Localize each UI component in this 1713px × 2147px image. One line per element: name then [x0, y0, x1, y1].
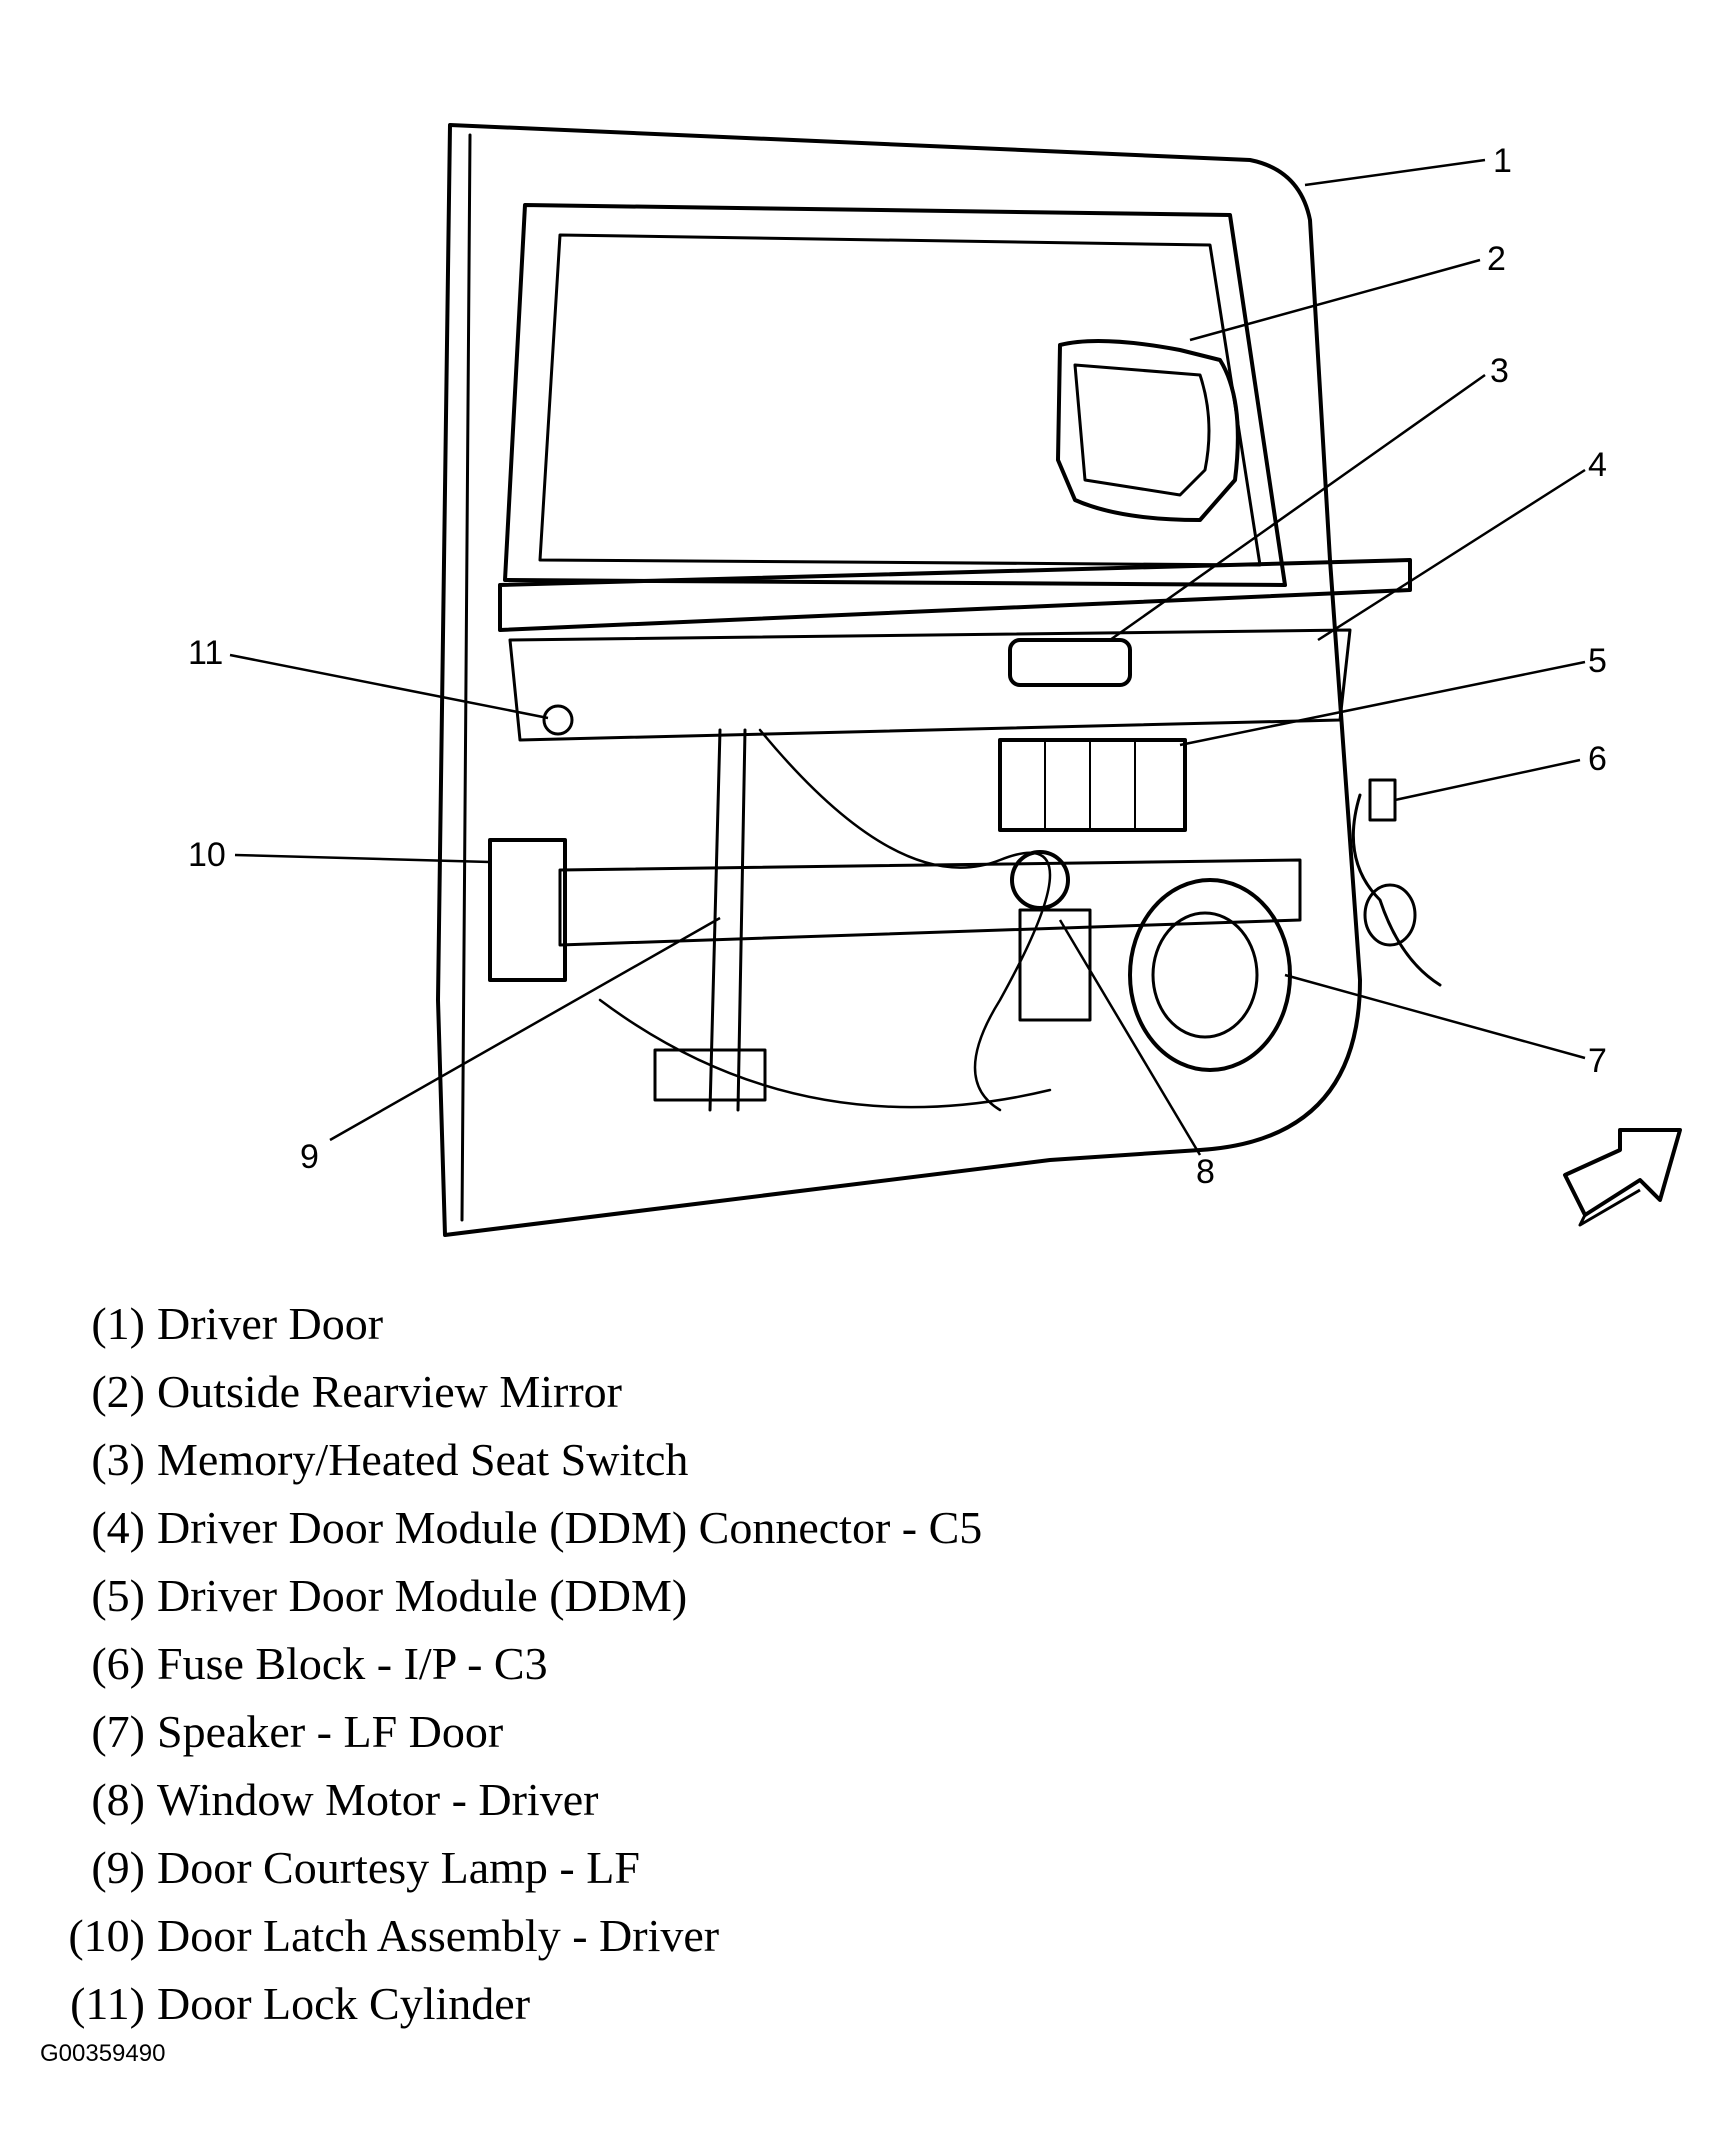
legend-num: (5)	[91, 1570, 145, 1621]
forward-arrow-icon	[1563, 1128, 1682, 1227]
mirror-glass	[1073, 363, 1211, 497]
legend-num: (8)	[91, 1774, 145, 1825]
leader-2	[1189, 258, 1481, 342]
legend-item: (10)Door Latch Assembly - Driver	[40, 1902, 982, 1970]
callout-8: 8	[1196, 1153, 1215, 1191]
legend-num: (4)	[91, 1502, 145, 1553]
callout-9: 9	[300, 1138, 319, 1176]
legend-item: (6)Fuse Block - I/P - C3	[40, 1630, 982, 1698]
callout-2: 2	[1487, 240, 1506, 278]
door-inner-edge	[460, 133, 472, 1222]
legend-num: (9)	[91, 1842, 145, 1893]
legend-item: (5)Driver Door Module (DDM)	[40, 1562, 982, 1630]
legend-list: (1)Driver Door (2)Outside Rearview Mirro…	[40, 1290, 982, 2038]
speaker-outer	[1128, 878, 1292, 1072]
leader-7	[1284, 973, 1586, 1060]
leader-1	[1304, 158, 1486, 187]
window-motor-gear	[1010, 850, 1070, 910]
speaker-inner	[1151, 911, 1259, 1039]
leader-11	[229, 653, 549, 720]
window-motor-body	[1018, 908, 1092, 1022]
leader-6	[1394, 758, 1581, 802]
legend-label: Door Latch Assembly - Driver	[157, 1910, 720, 1961]
legend-label: Driver Door Module (DDM) Connector - C5	[157, 1502, 983, 1553]
callout-3: 3	[1490, 352, 1509, 390]
legend-item: (8)Window Motor - Driver	[40, 1766, 982, 1834]
legend-item: (7)Speaker - LF Door	[40, 1698, 982, 1766]
callout-5: 5	[1588, 642, 1607, 680]
callout-7: 7	[1588, 1042, 1607, 1080]
legend-item: (1)Driver Door	[40, 1290, 982, 1358]
callout-11: 11	[188, 634, 223, 672]
legend-item: (3)Memory/Heated Seat Switch	[40, 1426, 982, 1494]
leader-8	[1058, 919, 1202, 1156]
inner-reinforcement	[508, 628, 1352, 742]
regulator-cable	[758, 728, 1052, 1112]
window-glass	[538, 233, 1262, 567]
mirror-housing	[1056, 339, 1240, 522]
harness-grommet	[1363, 883, 1417, 947]
legend-label: Door Lock Cylinder	[157, 1978, 531, 2029]
legend-item: (4)Driver Door Module (DDM) Connector - …	[40, 1494, 982, 1562]
legend-num: (2)	[91, 1366, 145, 1417]
legend-label: Speaker - LF Door	[157, 1706, 504, 1757]
legend-label: Driver Door Module (DDM)	[157, 1570, 688, 1621]
callout-4: 4	[1588, 446, 1607, 484]
door-latch-body	[488, 838, 567, 982]
legend-label: Door Courtesy Lamp - LF	[157, 1842, 640, 1893]
legend-label: Memory/Heated Seat Switch	[157, 1434, 689, 1485]
callout-10: 10	[188, 836, 226, 874]
window-frame	[503, 203, 1287, 587]
legend-label: Fuse Block - I/P - C3	[157, 1638, 548, 1689]
legend-num: (7)	[91, 1706, 145, 1757]
leader-9	[329, 916, 721, 1142]
seat-switch-body	[1008, 638, 1132, 687]
legend-item: (9)Door Courtesy Lamp - LF	[40, 1834, 982, 1902]
legend-label: Window Motor - Driver	[157, 1774, 599, 1825]
figure-id: G00359490	[40, 2040, 166, 2067]
fuse-block-connector	[1368, 778, 1397, 822]
legend-num: (11)	[70, 1978, 145, 2029]
leader-4	[1317, 468, 1586, 642]
legend-label: Driver Door	[157, 1298, 384, 1349]
harness-wire	[1351, 793, 1442, 987]
legend-num: (6)	[91, 1638, 145, 1689]
legend-num: (10)	[68, 1910, 145, 1961]
leader-3	[1109, 373, 1486, 642]
door-module-body	[998, 738, 1187, 832]
legend-label: Outside Rearview Mirror	[157, 1366, 622, 1417]
courtesy-lamp-body	[653, 1048, 767, 1102]
callout-1: 1	[1493, 142, 1512, 180]
callout-6: 6	[1588, 740, 1607, 778]
leader-5	[1179, 660, 1586, 747]
legend-num: (1)	[91, 1298, 145, 1349]
lock-cylinder	[542, 704, 574, 736]
door-outline	[436, 123, 1362, 1237]
legend-num: (3)	[91, 1434, 145, 1485]
lower-rail	[558, 858, 1302, 947]
door-diagram: 1 2 3 4 5 6 7 8 9 10 11	[188, 123, 1682, 1237]
leader-10	[234, 853, 491, 864]
belt-line	[498, 558, 1412, 632]
legend-item: (2)Outside Rearview Mirror	[40, 1358, 982, 1426]
legend-item: (11)Door Lock Cylinder	[40, 1970, 982, 2038]
